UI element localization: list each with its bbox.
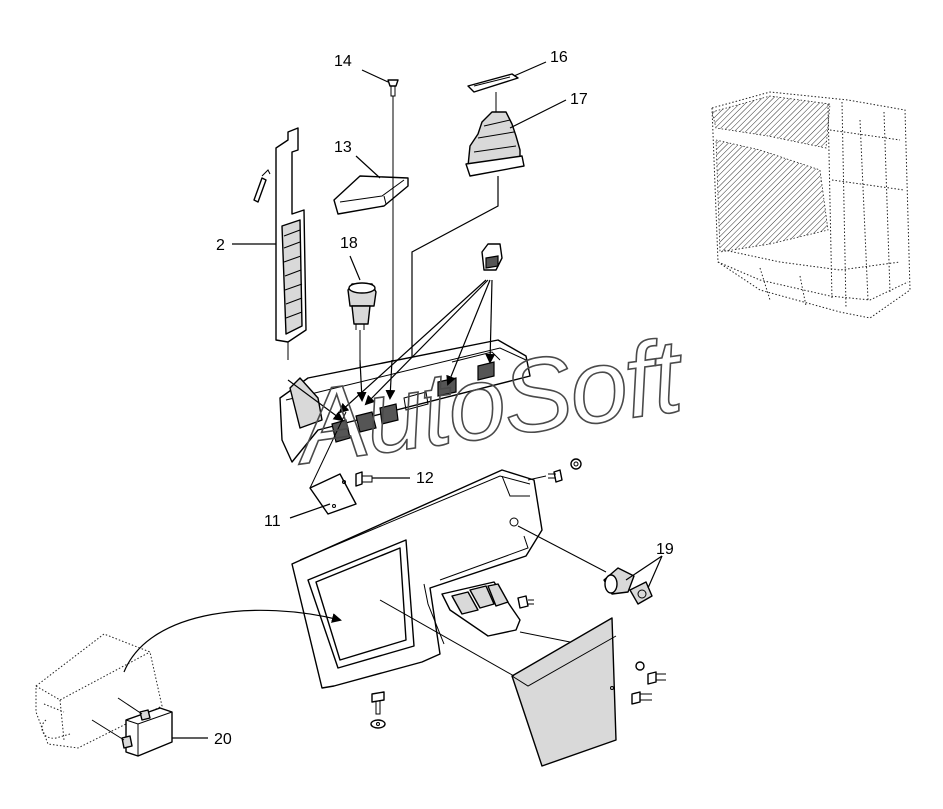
watermark-text: AutoSoft <box>285 317 692 487</box>
part-14-screw <box>387 79 399 392</box>
side-cover-screws <box>631 661 666 705</box>
part-16-gasket <box>467 73 519 116</box>
console-top-plate <box>279 339 531 463</box>
callout-2: 2 <box>216 237 225 254</box>
side-cover <box>379 599 617 767</box>
cab-inset-view <box>711 91 911 319</box>
callout-14: 14 <box>334 53 352 70</box>
part-13-cover <box>333 175 409 215</box>
part-19-rotary-switch <box>603 567 653 605</box>
callout-11: 11 <box>264 513 281 530</box>
part-2-side-panel <box>253 127 307 360</box>
part-18-switch <box>347 282 377 400</box>
switch-bracket <box>423 581 581 645</box>
bottom-screw <box>370 691 386 729</box>
part-11-plate <box>309 411 357 515</box>
callout-19: 19 <box>656 541 674 558</box>
callout-17: 17 <box>570 91 588 108</box>
part-17-boot <box>411 111 525 396</box>
rocker-switch <box>481 243 503 271</box>
assembly-arrows <box>287 279 496 422</box>
callout-13: 13 <box>334 139 352 156</box>
relocation-arrow <box>123 609 342 673</box>
callout-18: 18 <box>340 235 358 252</box>
callout-20: 20 <box>214 731 232 748</box>
callout-labels: 2 11 12 13 14 16 17 18 19 20 <box>214 49 674 748</box>
callout-16: 16 <box>550 49 568 66</box>
part-12-screw <box>355 471 373 487</box>
callout-leaders <box>172 61 663 739</box>
part-20-relay-box <box>35 633 173 757</box>
console-lower-panel <box>291 469 607 689</box>
callout-12: 12 <box>416 470 434 487</box>
lower-panel-screws <box>527 458 582 483</box>
